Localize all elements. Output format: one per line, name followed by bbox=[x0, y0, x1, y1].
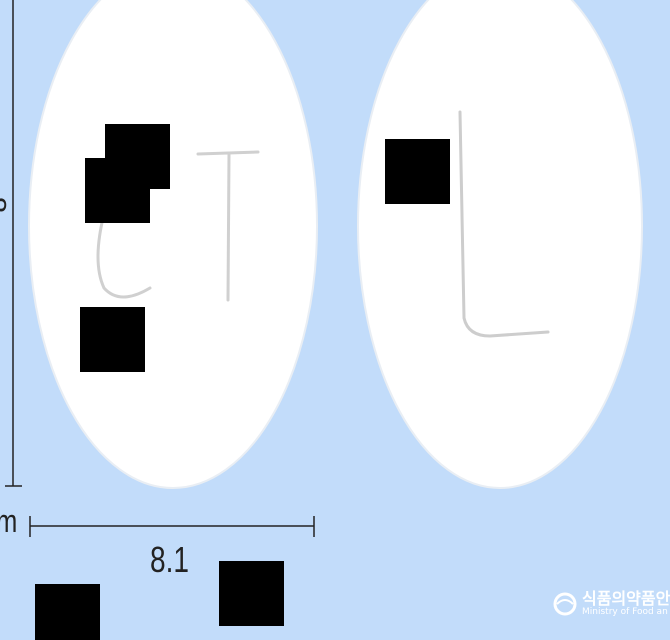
height-dimension-label: 8 bbox=[0, 197, 11, 214]
tablet-back bbox=[357, 0, 643, 489]
redaction-mask bbox=[85, 158, 150, 223]
width-dimension-value: 8.1 bbox=[150, 539, 190, 580]
ministry-watermark: 식품의약품안 Ministry of Food an bbox=[552, 583, 670, 627]
watermark-korean-text: 식품의약품안 bbox=[582, 589, 670, 608]
tablet-front bbox=[28, 0, 318, 489]
ministry-emblem-icon bbox=[553, 592, 577, 616]
tablet-photo bbox=[5, 0, 643, 640]
redaction-mask bbox=[35, 584, 100, 640]
unit-label: m bbox=[0, 503, 17, 539]
height-dimension-line bbox=[5, 0, 22, 487]
redaction-mask bbox=[80, 307, 145, 372]
tablet-front-imprint bbox=[96, 150, 260, 302]
redaction-mask bbox=[385, 139, 450, 204]
width-dimension-line bbox=[29, 516, 315, 537]
redaction-mask bbox=[219, 561, 284, 626]
redaction-masks bbox=[35, 124, 450, 640]
tablet-back-imprint bbox=[458, 110, 550, 338]
watermark-english-text: Ministry of Food an bbox=[582, 607, 668, 617]
